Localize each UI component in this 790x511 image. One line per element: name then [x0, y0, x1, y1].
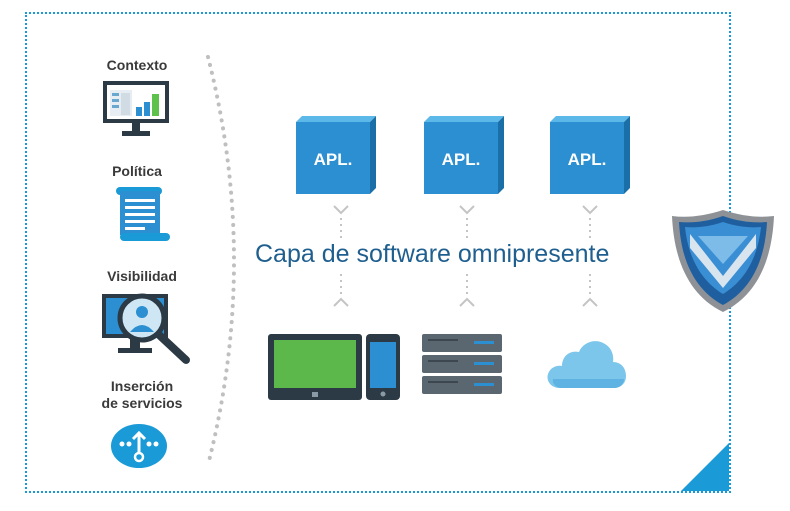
label-visibilidad: Visibilidad	[107, 268, 177, 284]
app-block-2: APL.	[424, 116, 508, 196]
service-insertion-icon	[111, 424, 167, 468]
shield-check-icon	[672, 210, 774, 312]
label-insercion-line1: Inserción	[110, 378, 174, 394]
monitor-magnifier-icon	[102, 293, 190, 364]
layer-title: Capa de software omnipresente	[255, 240, 610, 268]
app-cube-shape	[550, 116, 630, 194]
scroll-document-icon	[116, 187, 170, 241]
app-label-1: APL.	[313, 150, 353, 169]
upper-connectors	[333, 205, 598, 238]
label-politica: Política	[112, 163, 162, 179]
tablet-icon	[268, 334, 362, 400]
phone-icon	[366, 334, 400, 400]
lower-connectors	[333, 274, 598, 307]
app-label-2: APL.	[441, 150, 481, 169]
app-cube-shape	[296, 116, 376, 194]
dotted-separator	[206, 55, 236, 467]
app-block-1: APL.	[296, 116, 380, 196]
corner-triangle	[681, 443, 729, 491]
label-contexto: Contexto	[106, 57, 168, 73]
app-cube-shape	[424, 116, 504, 194]
app-block-3: APL.	[550, 116, 634, 196]
server-rack-icon	[422, 334, 502, 394]
label-insercion-line2: de servicios	[101, 395, 183, 411]
cloud-icon	[547, 341, 626, 388]
monitor-chart-icon	[103, 81, 169, 136]
label-insercion: Inserción de servicios	[90, 378, 194, 412]
app-label-3: APL.	[567, 150, 607, 169]
